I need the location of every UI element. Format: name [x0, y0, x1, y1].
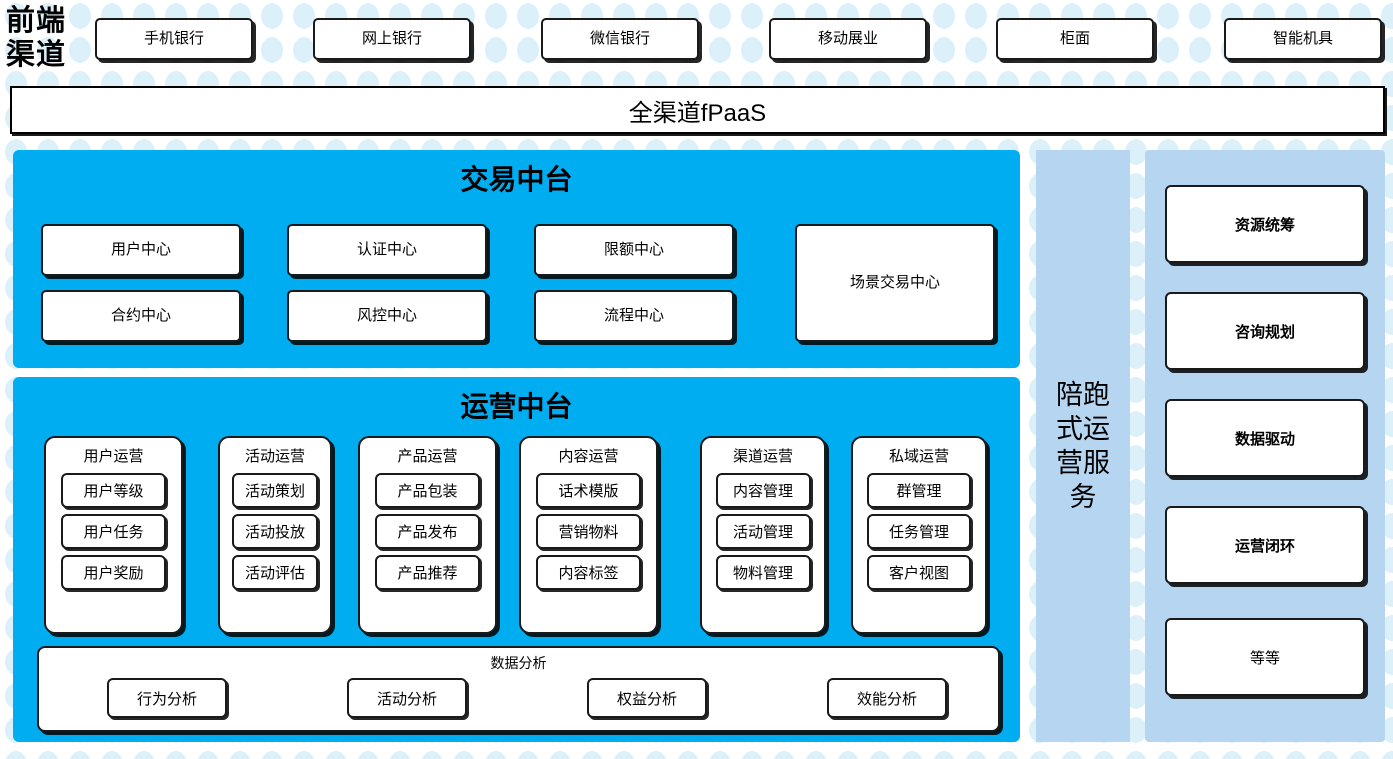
ops-item[interactable]: 任务管理	[867, 514, 971, 549]
ops-column-2: 活动运营活动策划活动投放活动评估	[218, 436, 332, 634]
service-capability-panel: 资源统筹咨询规划数据驱动运营闭环等等	[1145, 150, 1385, 742]
ops-item[interactable]: 活动管理	[715, 514, 811, 549]
data-analysis-item-1[interactable]: 行为分析	[107, 678, 227, 718]
ops-item[interactable]: 群管理	[867, 473, 971, 508]
ops-column-header: 活动运营	[244, 448, 305, 465]
ops-column-items: 群管理任务管理客户视图	[853, 473, 985, 590]
data-analysis-card: 数据分析 行为分析 活动分析 权益分析 效能分析	[37, 646, 1000, 732]
operations-platform-title: 运营中台	[460, 392, 573, 423]
ops-column-header: 私域运营	[888, 448, 949, 465]
ops-column-5: 渠道运营内容管理活动管理物料管理	[700, 436, 826, 634]
service-card-2[interactable]: 咨询规划	[1165, 292, 1365, 370]
channel-4[interactable]: 移动展业	[769, 18, 927, 60]
ops-column-header: 用户运营	[83, 448, 144, 465]
trade-box-1[interactable]: 用户中心	[41, 224, 241, 276]
ops-item[interactable]: 用户奖励	[61, 555, 166, 590]
channel-2[interactable]: 网上银行	[313, 18, 471, 60]
ops-item[interactable]: 产品包装	[375, 473, 480, 508]
trade-middle-platform-panel: 交易中台 用户中心认证中心限额中心合约中心风控中心流程中心 场景交易中心	[13, 150, 1020, 368]
ops-item[interactable]: 客户视图	[867, 555, 971, 590]
ops-column-items: 内容管理活动管理物料管理	[702, 473, 824, 590]
ops-column-items: 产品包装产品发布产品推荐	[360, 473, 495, 590]
ops-column-header: 产品运营	[397, 448, 458, 465]
ops-item[interactable]: 话术模版	[536, 473, 641, 508]
accompanying-operation-service-label: 陪跑式运营服务	[1056, 380, 1110, 512]
ops-column-6: 私域运营群管理任务管理客户视图	[851, 436, 987, 634]
ops-item[interactable]: 营销物料	[536, 514, 641, 549]
channel-6[interactable]: 智能机具	[1224, 18, 1382, 60]
ops-column-header: 内容运营	[558, 448, 619, 465]
ops-item[interactable]: 活动投放	[232, 514, 318, 549]
ops-column-items: 用户等级用户任务用户奖励	[46, 473, 181, 590]
trade-box-5[interactable]: 风控中心	[287, 290, 487, 342]
ops-column-items: 活动策划活动投放活动评估	[220, 473, 330, 590]
ops-item[interactable]: 用户任务	[61, 514, 166, 549]
ops-column-3: 产品运营产品包装产品发布产品推荐	[358, 436, 497, 634]
service-card-5[interactable]: 等等	[1165, 618, 1365, 696]
service-card-3[interactable]: 数据驱动	[1165, 399, 1365, 477]
channel-1[interactable]: 手机银行	[95, 18, 253, 60]
ops-item[interactable]: 内容管理	[715, 473, 811, 508]
ops-item[interactable]: 产品发布	[375, 514, 480, 549]
service-card-4[interactable]: 运营闭环	[1165, 506, 1365, 584]
data-analysis-item-4[interactable]: 效能分析	[827, 678, 947, 718]
accompanying-operation-service-band: 陪跑式运营服务	[1036, 150, 1130, 742]
ops-item[interactable]: 内容标签	[536, 555, 641, 590]
ops-item[interactable]: 用户等级	[61, 473, 166, 508]
trade-box-2[interactable]: 认证中心	[287, 224, 487, 276]
channel-3[interactable]: 微信银行	[541, 18, 699, 60]
trade-box-4[interactable]: 合约中心	[41, 290, 241, 342]
front-channel-label: 前端渠道	[6, 5, 67, 71]
ops-column-items: 话术模版营销物料内容标签	[521, 473, 656, 590]
data-analysis-item-2[interactable]: 活动分析	[347, 678, 467, 718]
data-analysis-title: 数据分析	[490, 655, 547, 671]
ops-column-header: 渠道运营	[732, 448, 793, 465]
service-card-1[interactable]: 资源统筹	[1165, 185, 1365, 263]
ops-column-4: 内容运营话术模版营销物料内容标签	[519, 436, 658, 634]
trade-box-3[interactable]: 限额中心	[534, 224, 734, 276]
channel-5[interactable]: 柜面	[996, 18, 1154, 60]
ops-item[interactable]: 活动评估	[232, 555, 318, 590]
ops-item[interactable]: 活动策划	[232, 473, 318, 508]
trade-platform-title: 交易中台	[460, 165, 573, 196]
ops-item[interactable]: 产品推荐	[375, 555, 480, 590]
omnichannel-fpaas-banner: 全渠道fPaaS	[10, 86, 1385, 134]
data-analysis-item-3[interactable]: 权益分析	[587, 678, 707, 718]
ops-item[interactable]: 物料管理	[715, 555, 811, 590]
trade-box-6[interactable]: 流程中心	[534, 290, 734, 342]
scene-transaction-center-box[interactable]: 场景交易中心	[795, 224, 995, 342]
ops-column-1: 用户运营用户等级用户任务用户奖励	[44, 436, 183, 634]
